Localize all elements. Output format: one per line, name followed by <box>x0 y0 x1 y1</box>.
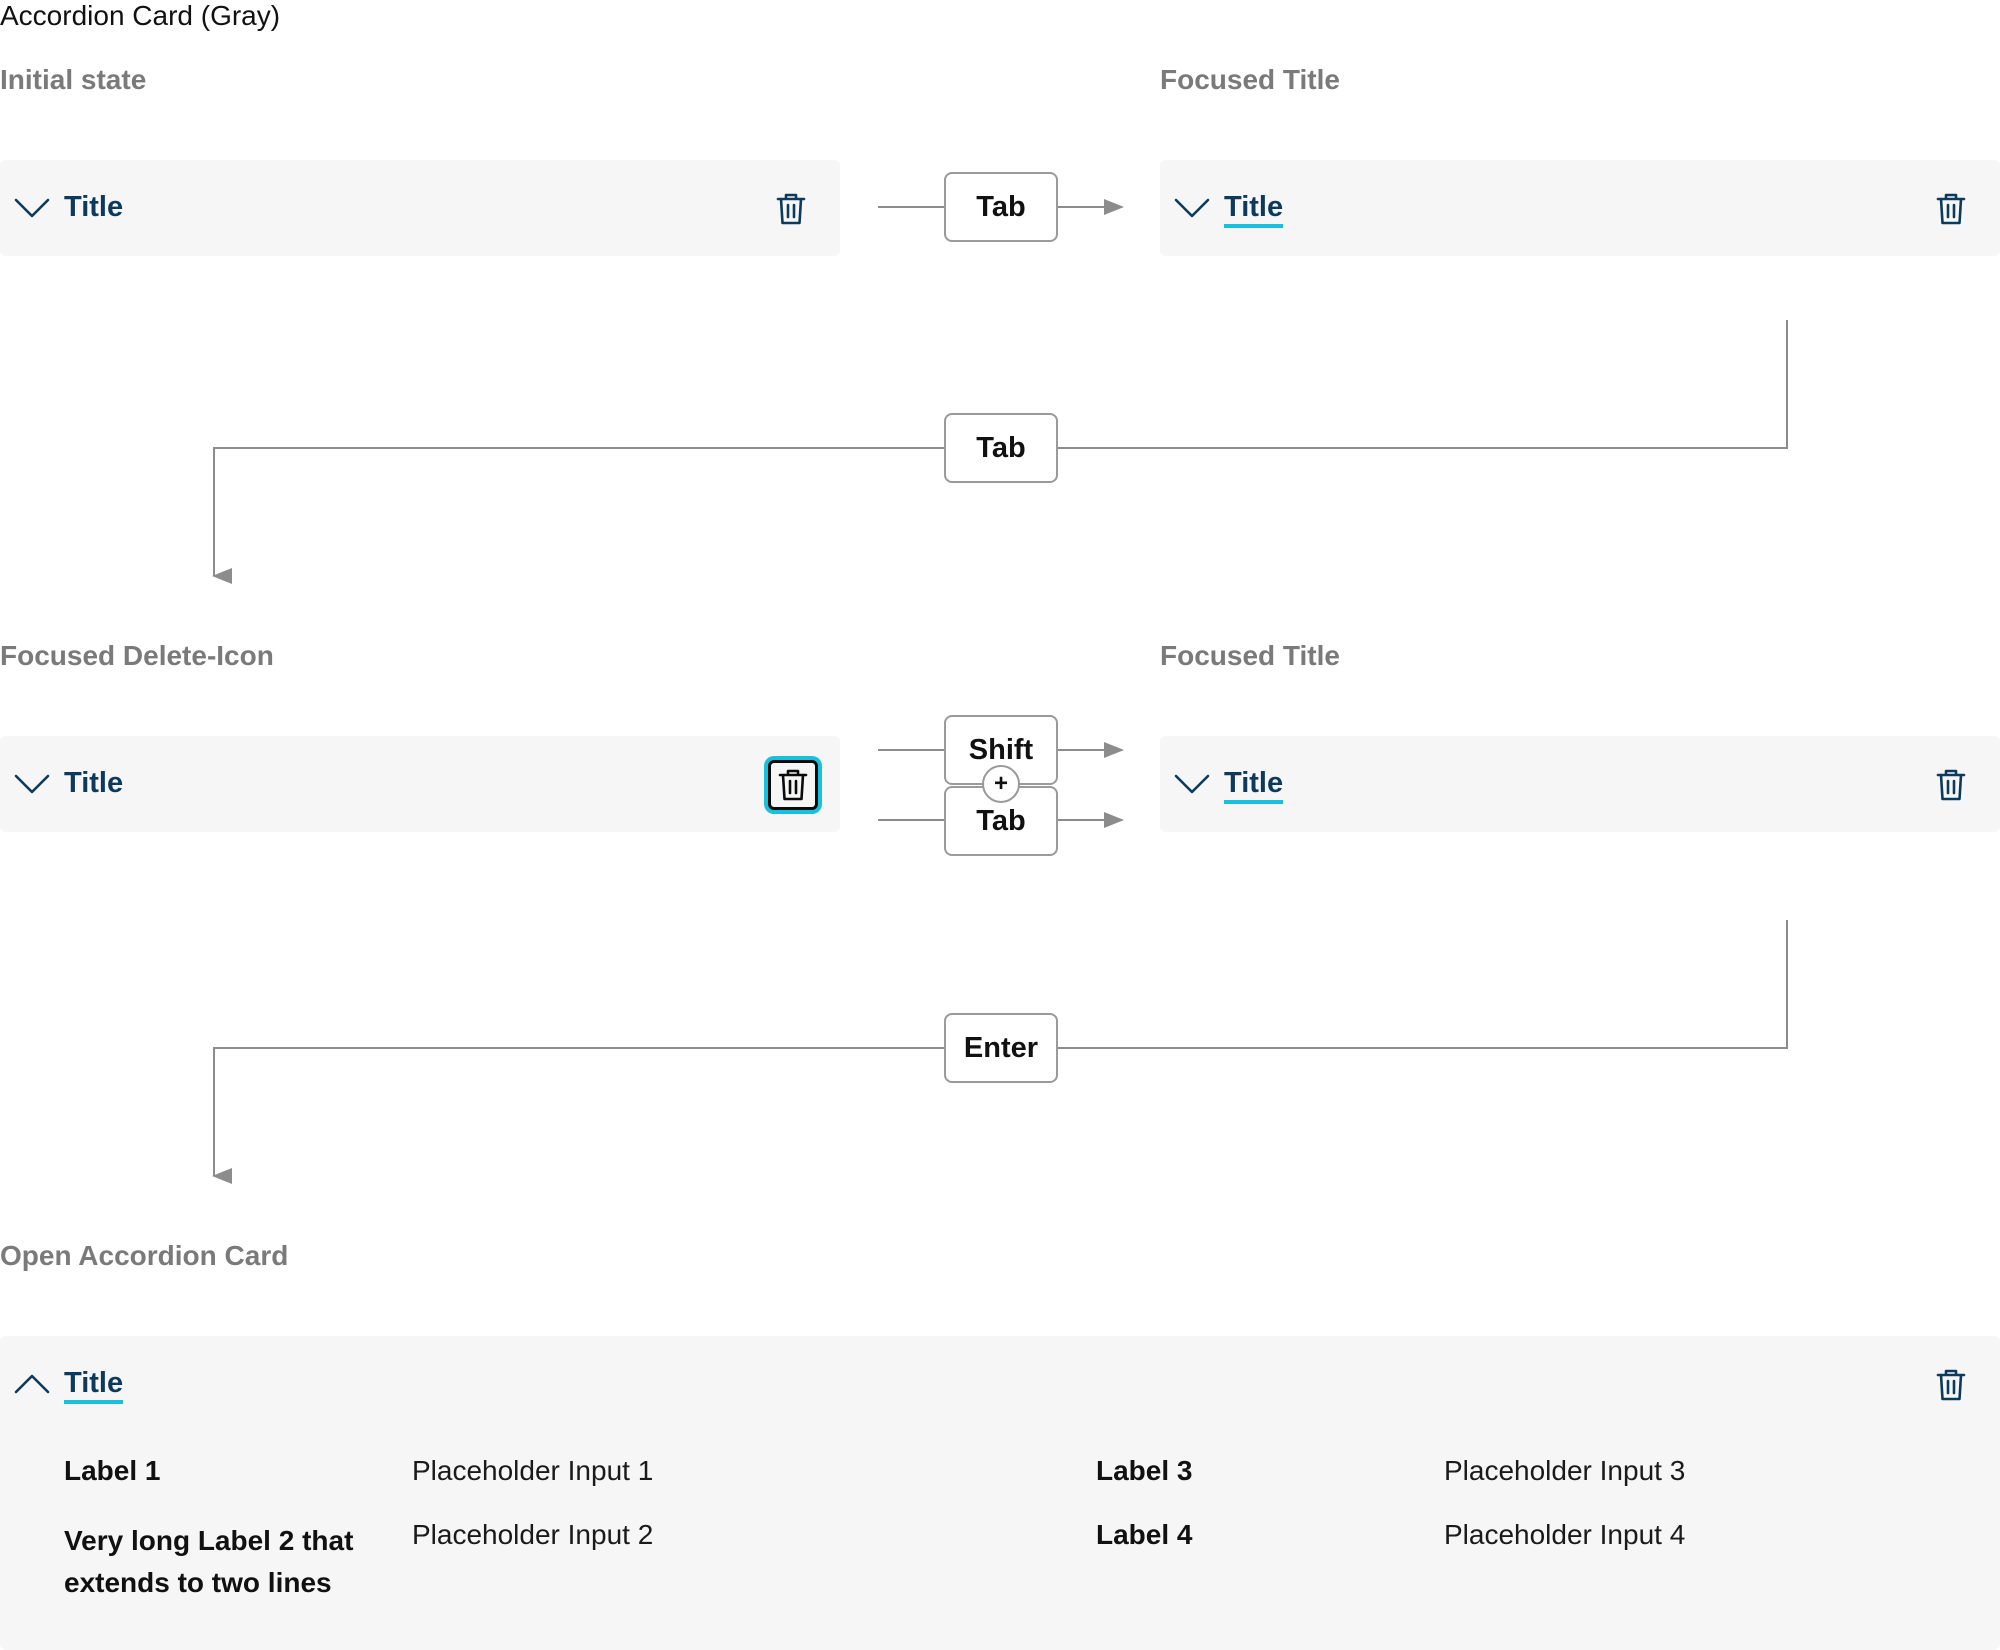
card-header[interactable]: Title <box>1160 160 2000 256</box>
page-title: Accordion Card (Gray) <box>0 0 281 31</box>
delete-button[interactable] <box>1928 762 1974 808</box>
form-input-placeholder[interactable]: Placeholder Input 3 <box>1444 1455 1686 1486</box>
card-header[interactable]: Title <box>0 736 840 832</box>
connector-elbow-2-left <box>212 1047 944 1184</box>
section-label-initial-state: Initial state <box>0 64 147 95</box>
delete-button-focused[interactable] <box>768 760 818 810</box>
accordion-card-focused-title-2[interactable]: Title <box>1160 736 2000 832</box>
section-label-open-accordion-card: Open Accordion Card <box>0 1240 289 1271</box>
card-header[interactable]: Title <box>0 160 840 256</box>
trash-icon <box>778 769 808 801</box>
delete-button[interactable] <box>1928 186 1974 232</box>
form-input-placeholder[interactable]: Placeholder Input 4 <box>1444 1519 1686 1550</box>
form-label: Label 4 <box>1096 1519 1193 1550</box>
plus-icon: + <box>982 765 1020 803</box>
chevron-down-icon[interactable] <box>12 194 52 222</box>
key-shift: Shift <box>944 715 1058 785</box>
chevron-down-icon[interactable] <box>1172 770 1212 798</box>
delete-button[interactable] <box>1928 1362 1974 1408</box>
card-title[interactable]: Title <box>64 767 124 799</box>
chevron-down-icon[interactable] <box>12 770 52 798</box>
card-header[interactable]: Title <box>0 1336 2000 1432</box>
form-label: Very long Label 2 that <box>64 1525 354 1556</box>
form-input-placeholder[interactable]: Placeholder Input 1 <box>412 1455 654 1486</box>
section-label-focused-delete-icon: Focused Delete-Icon <box>0 640 274 671</box>
form-label: Label 3 <box>1096 1455 1193 1486</box>
chevron-up-icon[interactable] <box>12 1370 52 1398</box>
chevron-down-icon[interactable] <box>1172 194 1212 222</box>
accordion-card-initial[interactable]: Title <box>0 160 840 256</box>
card-title[interactable]: Title <box>1224 190 1284 228</box>
section-label-focused-title-2: Focused Title <box>1160 640 1340 671</box>
connector-elbow-1-left <box>212 447 944 584</box>
accordion-card-focused-delete[interactable]: Title <box>0 736 840 832</box>
card-title[interactable]: Title <box>64 191 124 223</box>
trash-icon <box>1936 769 1966 801</box>
form-input-placeholder[interactable]: Placeholder Input 2 <box>412 1519 654 1550</box>
card-header[interactable]: Title <box>1160 736 2000 832</box>
trash-icon <box>1936 193 1966 225</box>
connector-elbow-2 <box>1058 920 1788 1049</box>
card-title[interactable]: Title <box>1224 766 1284 804</box>
key-enter: Enter <box>944 1013 1058 1083</box>
trash-icon <box>1936 1369 1966 1401</box>
form-label: Label 1 <box>64 1455 161 1486</box>
delete-button[interactable] <box>768 186 814 232</box>
key-tab: Tab <box>944 172 1058 242</box>
accordion-card-open[interactable]: Title Label 1 Placeholder Input 1 Very l… <box>0 1336 2000 1650</box>
accordion-card-focused-title[interactable]: Title <box>1160 160 2000 256</box>
section-label-focused-title: Focused Title <box>1160 64 1340 95</box>
connector-elbow-1 <box>1058 320 1788 449</box>
key-tab: Tab <box>944 413 1058 483</box>
form-label: extends to two lines <box>64 1567 332 1598</box>
trash-icon <box>776 193 806 225</box>
card-title[interactable]: Title <box>64 1366 124 1404</box>
